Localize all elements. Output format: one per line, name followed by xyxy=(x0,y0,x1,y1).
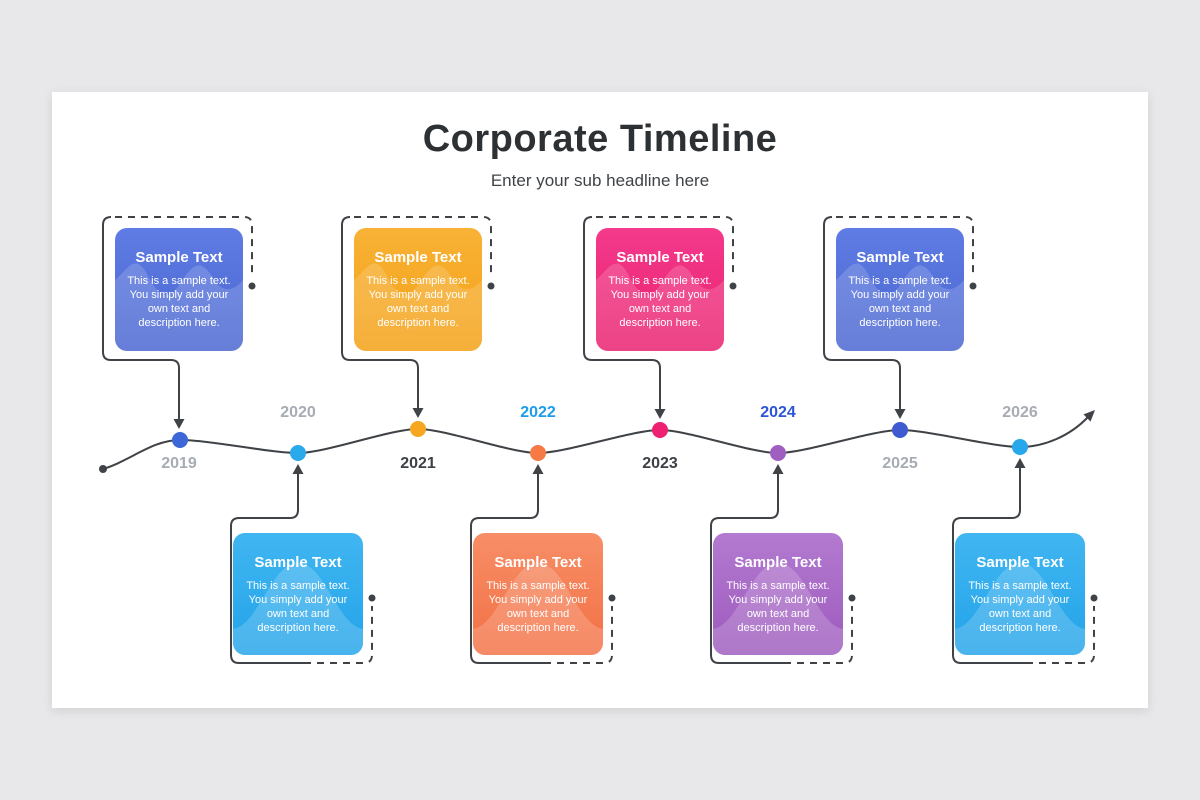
card-wave-decoration xyxy=(473,563,603,655)
card-title: Sample Text xyxy=(856,249,944,266)
card-description: This is a sample text. You simply add yo… xyxy=(127,275,231,329)
card-wave-shape xyxy=(836,263,964,351)
slide-subtitle: Enter your sub headline here xyxy=(490,171,710,190)
card-wave-decoration xyxy=(596,263,724,351)
card-title: Sample Text xyxy=(254,554,342,571)
card-wave-decoration xyxy=(713,563,843,655)
year-label-2021: 2021 xyxy=(400,455,436,472)
card-title: Sample Text xyxy=(494,554,582,571)
card-title: Sample Text xyxy=(135,249,223,266)
card-title: Sample Text xyxy=(374,249,462,266)
card-description: This is a sample text. You simply add yo… xyxy=(848,275,952,329)
card-wave-decoration xyxy=(836,263,964,351)
card-wave-shape xyxy=(713,563,843,655)
year-label-2019: 2019 xyxy=(161,455,197,472)
card-title: Sample Text xyxy=(616,249,704,266)
year-label-2020: 2020 xyxy=(280,404,316,421)
card-description: This is a sample text. You simply add yo… xyxy=(366,275,470,329)
card-wave-shape xyxy=(233,563,363,655)
year-label-2026: 2026 xyxy=(1002,404,1038,421)
card-description: This is a sample text. You simply add yo… xyxy=(726,580,830,634)
card-wave-shape xyxy=(354,263,482,351)
slide-title: Corporate Timeline xyxy=(422,118,778,160)
card-description: This is a sample text. You simply add yo… xyxy=(486,580,590,634)
year-label-2022: 2022 xyxy=(520,404,556,421)
year-label-2025: 2025 xyxy=(882,455,918,472)
card-wave-decoration xyxy=(233,563,363,655)
card-wave-shape xyxy=(473,563,603,655)
year-label-2024: 2024 xyxy=(760,404,796,421)
card-wave-shape xyxy=(596,263,724,351)
card-title: Sample Text xyxy=(734,554,822,571)
card-description: This is a sample text. You simply add yo… xyxy=(968,580,1072,634)
card-wave-decoration xyxy=(354,263,482,351)
card-wave-decoration xyxy=(955,563,1085,655)
card-description: This is a sample text. You simply add yo… xyxy=(608,275,712,329)
card-wave-decoration xyxy=(115,263,243,351)
card-title: Sample Text xyxy=(976,554,1064,571)
card-description: This is a sample text. You simply add yo… xyxy=(246,580,350,634)
year-label-2023: 2023 xyxy=(642,455,678,472)
card-wave-shape xyxy=(955,563,1085,655)
card-wave-shape xyxy=(115,263,243,351)
